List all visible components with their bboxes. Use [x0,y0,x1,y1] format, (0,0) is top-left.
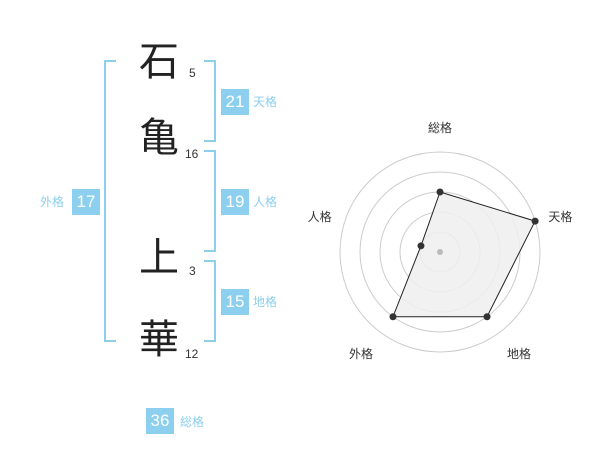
stroke-count-3: 3 [189,264,196,278]
radar-axis-label-5: 人格 [308,209,332,224]
radar-center-dot [437,249,443,255]
radar-axis-label-4: 外格 [349,346,373,361]
radar-point-4 [389,313,397,321]
gaikaku-label: 外格 [40,195,65,209]
name-char-2: 亀 [139,115,179,161]
tenkaku-bracket [204,60,216,142]
name-char-4: 華 [139,317,179,363]
chikaku-label: 地格 [253,295,278,309]
gaikaku-value: 17 [72,189,100,215]
name-char-3: 上 [139,235,179,281]
jinkaku-bracket [204,150,216,252]
chikaku-value: 15 [221,289,249,315]
stroke-count-1: 5 [189,66,196,80]
radar-axis-label-2: 天格 [548,209,572,224]
name-char-1: 石 [139,39,179,85]
radar-point-3 [483,313,491,321]
chikaku-bracket [204,260,216,342]
radar-point-5 [417,242,425,250]
radar-ring [339,151,541,353]
radar-point-2 [531,217,539,225]
gaikaku-bracket [104,60,116,342]
radar-point-1 [436,188,444,196]
radar-axis-label-3: 地格 [507,346,531,361]
soukaku-label: 総格 [180,415,205,429]
stroke-count-2: 16 [185,147,199,161]
radar-series-area [392,191,536,318]
jinkaku-value: 19 [221,189,249,215]
jinkaku-label: 人格 [253,195,278,209]
tenkaku-value: 21 [221,89,249,115]
stroke-count-4: 12 [185,347,199,361]
tenkaku-label: 天格 [253,95,278,109]
soukaku-value: 36 [146,408,174,434]
radar-axis-label-1: 総格 [428,120,452,135]
